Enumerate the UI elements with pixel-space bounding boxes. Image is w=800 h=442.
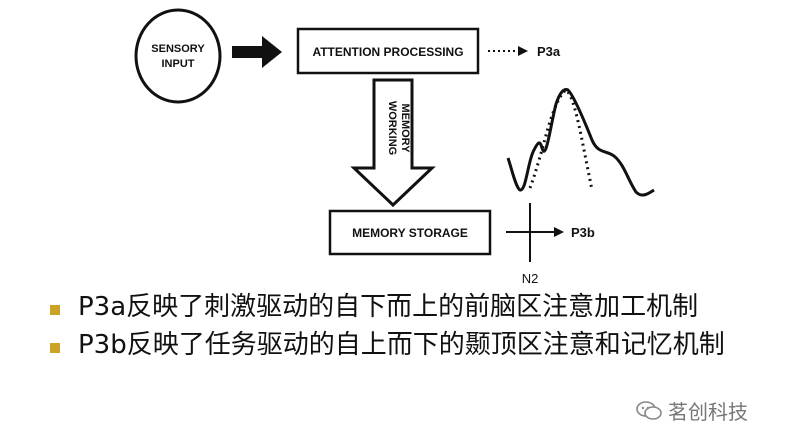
square-bullet-icon xyxy=(50,343,60,353)
wechat-icon xyxy=(636,400,662,420)
bullet-text: P3b反映了任务驱动的自上而下的颞顶区注意和记忆机制 xyxy=(78,330,725,360)
n2-label: N2 xyxy=(522,271,539,286)
watermark-text: 茗创科技 xyxy=(668,400,748,424)
bullet-item: P3a反映了刺激驱动的自下而上的前脑区注意加工机制 xyxy=(50,292,790,322)
attention-processing-box xyxy=(296,27,480,75)
p3b-arrowhead xyxy=(554,227,564,237)
memory-storage-label: MEMORY STORAGE xyxy=(352,226,468,240)
working-memory-label-line1: WORKING xyxy=(386,101,398,155)
attention-memory-diagram: SENSORY INPUT ATTENTION PROCESSING P3a W… xyxy=(134,8,655,286)
attention-processing-label: ATTENTION PROCESSING xyxy=(312,45,463,59)
watermark: 茗创科技 xyxy=(636,396,748,425)
working-memory-arrow xyxy=(350,78,436,208)
sensory-to-attention-arrow xyxy=(232,36,282,68)
working-memory-label-line2: MEMORY xyxy=(399,103,411,153)
p3a-arrowhead xyxy=(518,46,528,56)
p3b-label: P3b xyxy=(571,225,595,240)
square-bullet-icon xyxy=(50,305,60,315)
sensory-input-node xyxy=(134,8,222,104)
memory-storage-box xyxy=(328,209,492,256)
erp-waveform-dotted xyxy=(528,88,594,191)
sensory-input-label-line2: INPUT xyxy=(162,58,195,70)
bullet-text: P3a反映了刺激驱动的自下而上的前脑区注意加工机制 xyxy=(78,292,699,322)
bullet-list: P3a反映了刺激驱动的自下而上的前脑区注意加工机制 P3b反映了任务驱动的自上而… xyxy=(50,292,790,368)
bullet-item: P3b反映了任务驱动的自上而下的颞顶区注意和记忆机制 xyxy=(50,330,790,360)
erp-waveform-solid xyxy=(506,88,655,197)
sensory-input-label-line1: SENSORY xyxy=(151,43,205,55)
p3a-label: P3a xyxy=(537,44,561,59)
